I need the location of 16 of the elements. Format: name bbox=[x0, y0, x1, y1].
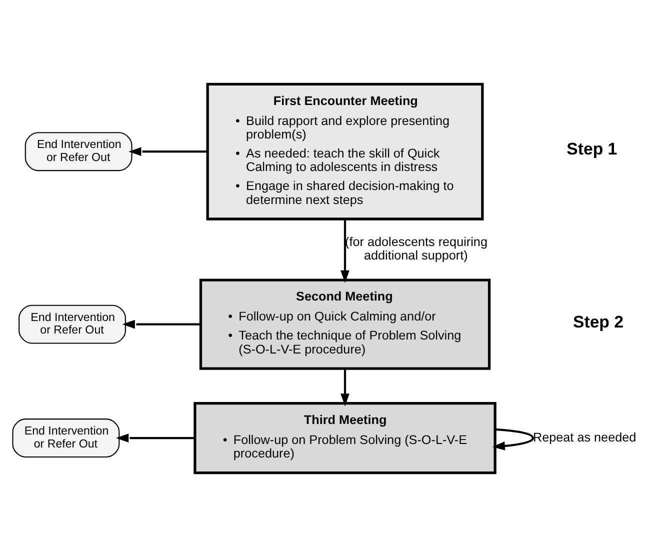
node-box: End Intervention or Refer Out bbox=[12, 418, 120, 458]
arrow bbox=[122, 319, 201, 328]
arrow bbox=[128, 146, 208, 156]
label: Step 2 bbox=[572, 312, 624, 331]
node-box: First Encounter Meeting • Build rapport and explore presenting problem(s) • As needed: teach the skill of Quick Calming to adolescents in distress • Engage in shared decision-making to determine next steps bbox=[206, 82, 484, 220]
arrow bbox=[492, 428, 534, 450]
arrow bbox=[116, 433, 195, 442]
arrow bbox=[340, 218, 350, 283]
arrow bbox=[340, 368, 350, 406]
label: Step 1 bbox=[566, 139, 618, 158]
node-box: End Intervention or Refer Out bbox=[24, 132, 132, 171]
edge-label: (for adolescents requiring additional support) bbox=[345, 234, 488, 262]
edge-label: Repeat as needed bbox=[532, 430, 636, 444]
node-box: End Intervention or Refer Out bbox=[18, 304, 126, 344]
node-box: Second Meeting • Follow-up on Quick Calming and/or • Teach the technique of Problem Solving (S-O-L-V-E procedure) bbox=[199, 278, 491, 370]
node-box: Third Meeting • Follow-up on Problem Solving (S-O-L-V-E procedure) bbox=[194, 401, 496, 474]
